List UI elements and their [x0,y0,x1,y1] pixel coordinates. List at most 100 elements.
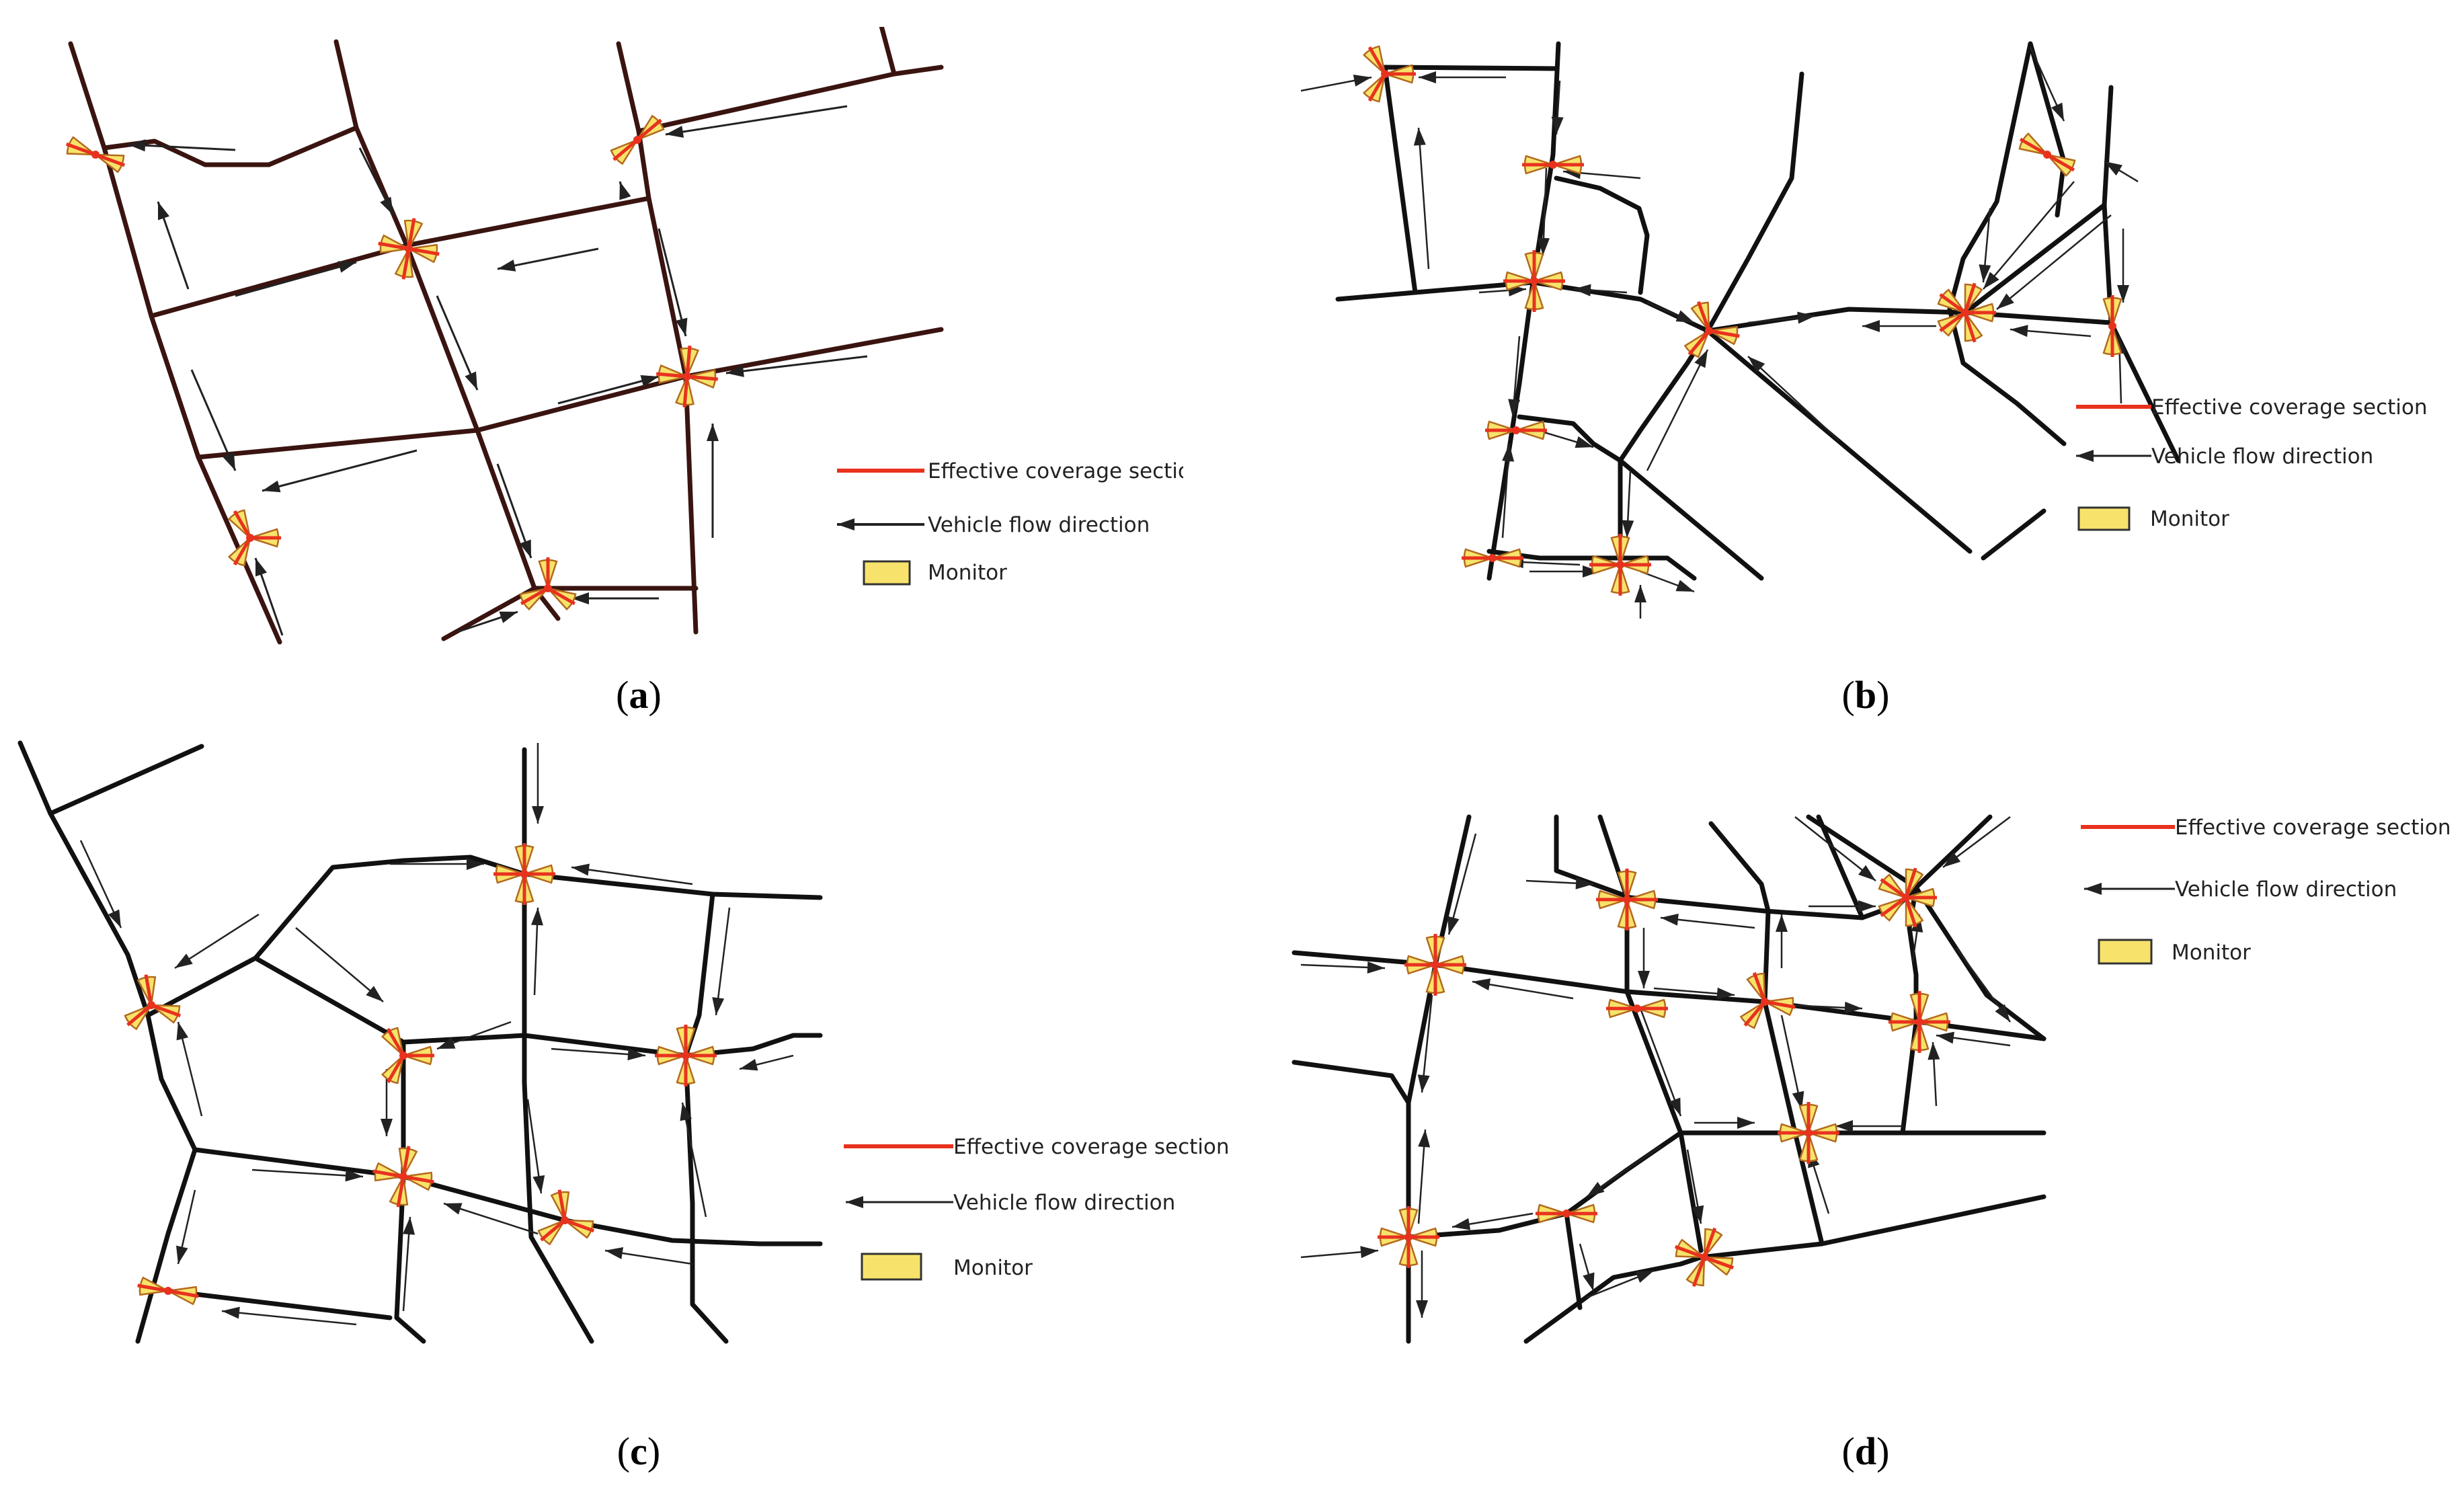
monitor-center [1700,1253,1708,1261]
panel-d-monitors [1378,867,1950,1288]
arrowhead [1858,865,1876,881]
arrowhead [1661,913,1679,926]
legend-monitor-swatch [2098,939,2153,965]
monitor-center [1549,161,1557,169]
coverage-section [1674,1244,1705,1259]
coverage-section [1687,329,1710,356]
monitor [228,509,281,567]
arrowhead [465,371,477,390]
panel-c-arrows [79,743,794,1326]
arrowhead [1634,585,1646,602]
arrowhead [1797,311,1815,324]
monitor-center [1623,896,1631,904]
monitor-center [1404,1233,1413,1241]
arrowhead [571,863,590,876]
arrowhead [1997,293,2014,309]
arrowhead [1995,1004,2010,1022]
arrowhead [2084,883,2102,895]
coverage-section [1764,1000,1796,1009]
monitor-center [1381,70,1389,78]
coverage-section [1752,972,1767,1002]
monitor-center [1902,894,1910,902]
monitor [1363,45,1416,103]
monitor-center [246,534,254,542]
arrowhead [1669,1097,1681,1116]
arrowhead [605,1247,624,1259]
arrowhead [498,260,516,272]
arrowhead [640,375,659,387]
arrowhead [712,997,725,1015]
arrowhead [380,196,393,215]
arrowhead [680,1103,692,1121]
monitor [1889,991,1950,1053]
monitor-center [399,1173,407,1181]
monitor [1878,867,1937,928]
caption-b: (b) [1841,673,1890,717]
arrowhead [262,480,281,493]
arrowhead [381,1119,393,1136]
monitor-center [1616,561,1624,569]
arrowhead [337,261,356,273]
flow-arrow [725,355,868,374]
coverage-section [95,153,126,167]
coverage-section [233,537,252,566]
arrowhead [740,1058,758,1071]
legend-coverage-label: Effective coverage section [953,1135,1230,1159]
flow-arrow [1417,127,1430,270]
arrowhead [499,611,518,623]
arrowhead [726,364,744,377]
monitor-center [91,151,100,159]
arrowhead [1551,116,1564,134]
flow-arrow [1983,181,2075,290]
monitor [537,1189,595,1246]
arrowhead [1943,852,1961,867]
arrowhead [1416,1300,1428,1318]
coverage-section [403,1175,434,1184]
panel-b-map: Effective coverage section Vehicle flow … [1300,41,2428,619]
arrowhead [403,1217,415,1235]
flow-arrow [665,105,848,136]
arrowhead [1583,1272,1595,1291]
coverage-section [372,1169,404,1179]
monitor [655,345,719,408]
coverage-section [386,1027,405,1057]
monitor [381,1027,434,1084]
monitor-center [520,870,528,878]
coverage-section [557,1189,567,1221]
arrowhead [1835,1120,1853,1132]
monitor-center [2108,322,2116,330]
coverage-section [151,1003,182,1018]
monitor [1589,534,1651,596]
caption-c: (c) [617,1429,661,1473]
panel-b-legend: Effective coverage section Vehicle flow … [2076,395,2428,531]
coverage-section [144,974,153,1006]
panel-d-map: Effective coverage section Vehicle flow … [1291,814,2451,1344]
monitor-center [633,136,641,144]
panel-b-arrows [1300,46,2139,619]
flow-arrow [571,866,693,885]
monitor-center [1705,327,1713,335]
arrowhead [175,953,193,968]
coverage-section [378,241,409,251]
legend-monitor-label: Monitor [2150,507,2229,531]
coverage-section [1904,897,1917,928]
arrowhead [1792,1091,1804,1109]
arrowhead [1538,237,1550,255]
monitor [519,557,577,610]
coverage-section [685,345,692,377]
arrowhead [1622,520,1634,538]
arrowhead [128,139,146,152]
coverage-section [520,586,549,606]
monitor-center [405,245,413,253]
coverage-section [1696,301,1711,331]
monitor-center [1530,277,1538,285]
arrowhead [1508,399,1521,417]
arrowhead [1587,1181,1605,1197]
arrowhead [1367,961,1385,974]
arrowhead [1452,1218,1471,1230]
arrowhead [1928,1042,1940,1060]
flow-arrow [715,907,731,1016]
legend-coverage-label: Effective coverage section [2151,395,2428,420]
flow-arrow [295,927,384,1002]
arrowhead [1979,264,1991,282]
